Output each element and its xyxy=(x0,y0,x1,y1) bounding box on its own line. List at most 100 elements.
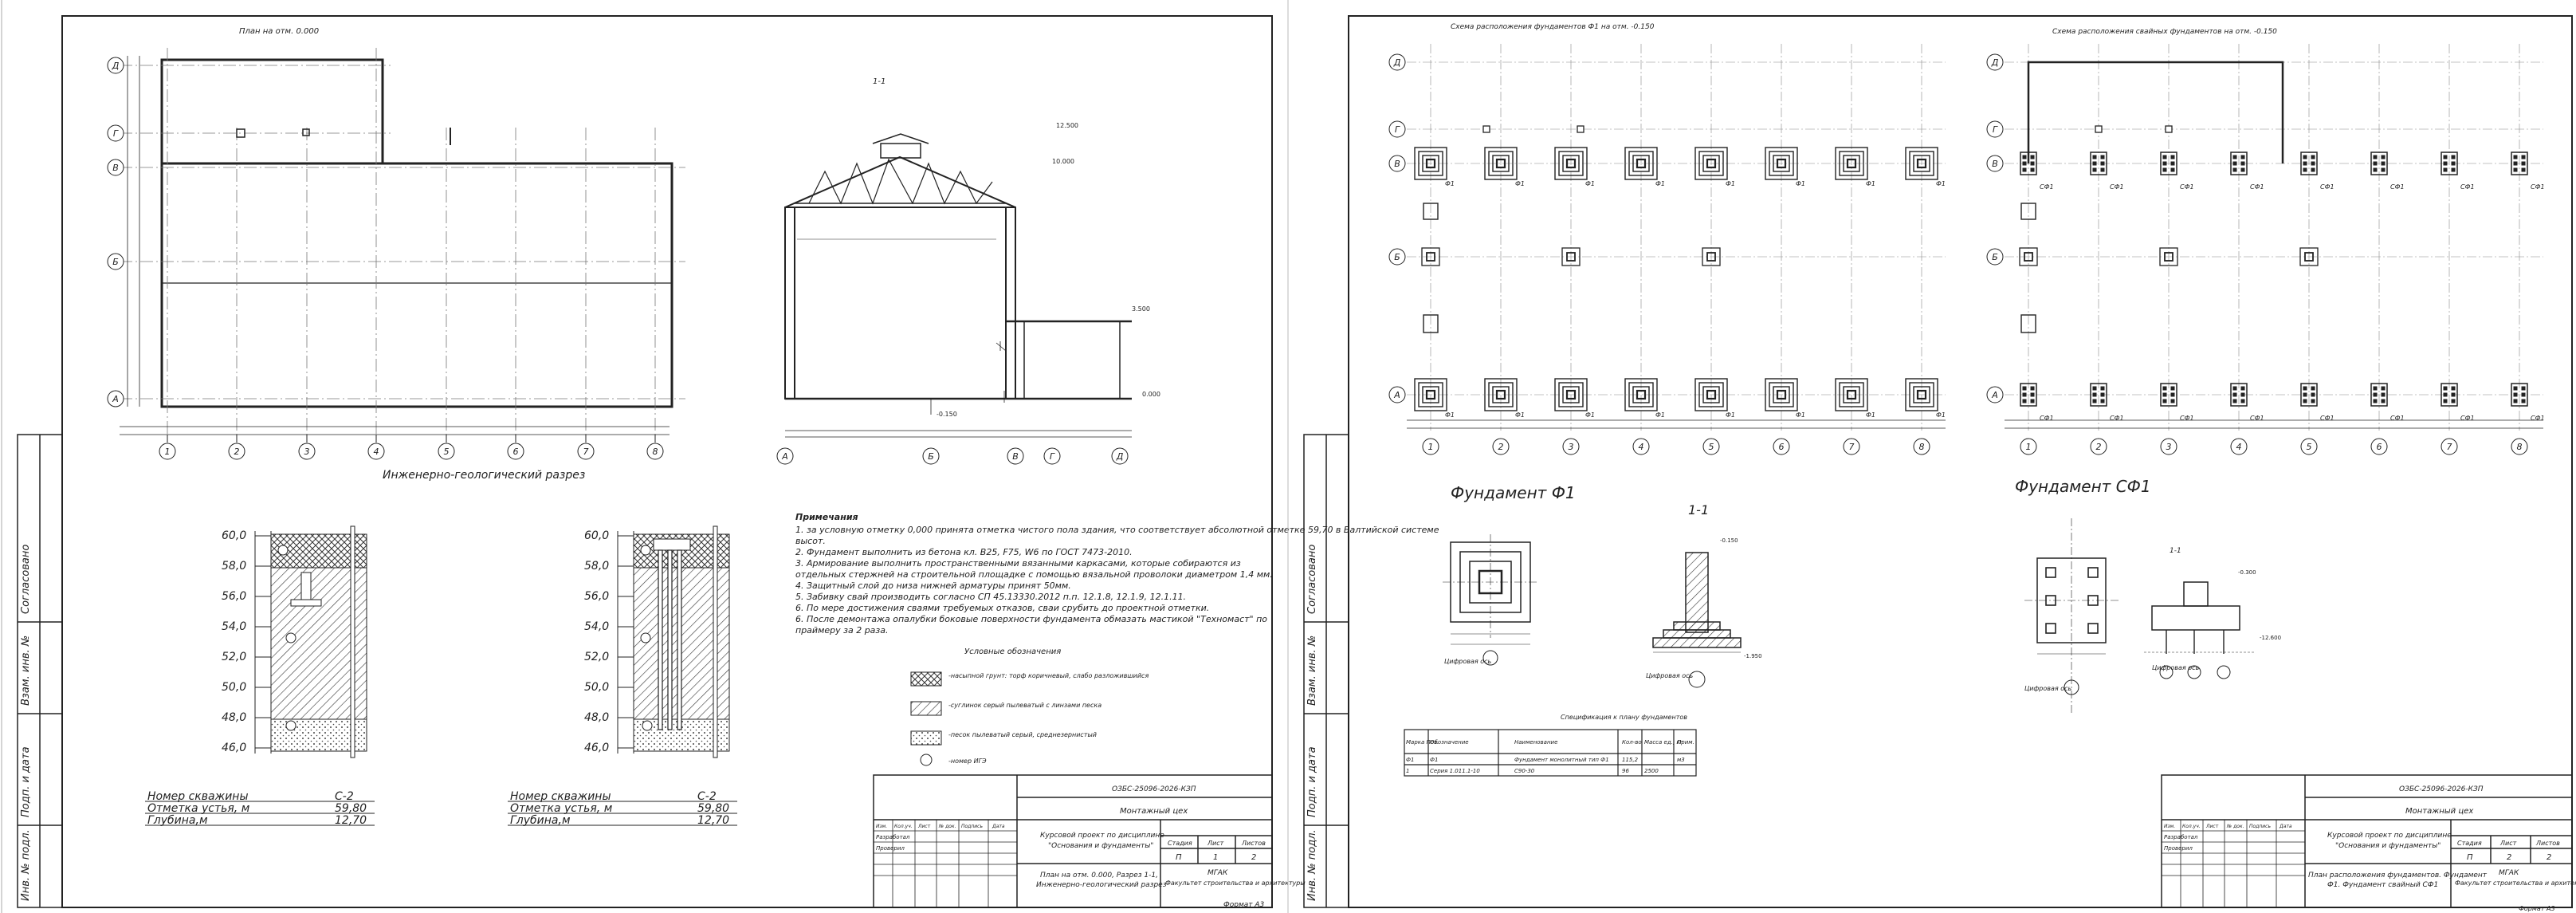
geo-scale-marks: 60,058,056,054,052,050,048,046,060,058,0… xyxy=(222,529,634,754)
plan-a-footing-1-3: Ф1 xyxy=(1624,378,1665,419)
stamp-col-sign: Подпись xyxy=(961,824,983,829)
sf1-sec-axis-note: Цифровая ось xyxy=(2152,664,2199,671)
legend-title: Условные обозначения xyxy=(964,647,1061,656)
sf1-level-top: -0.300 xyxy=(2238,569,2256,576)
svg-text:Ф1: Ф1 xyxy=(1726,411,1735,419)
plan-a-footing-1-5: Ф1 xyxy=(1765,378,1805,419)
stamp2-format: Формат А3 xyxy=(2519,905,2555,912)
plan-a-footing-0-4: Ф1 xyxy=(1694,147,1735,187)
note-line-6: 5. Забивку свай производить согласно СП … xyxy=(795,592,1186,602)
note-line-2: 2. Фундамент выполнить из бетона кл. В25… xyxy=(795,547,1133,557)
stamp-project: Курсовой проект по дисциплине xyxy=(1040,832,1164,840)
svg-text:СФ1: СФ1 xyxy=(2180,183,2194,191)
title-block-text: ОЗБС-25096-2026-КЗП Монтажный цех Курсов… xyxy=(876,785,1306,909)
level-low: 3.500 xyxy=(1132,305,1150,313)
stamp2-role-check: Проверил xyxy=(2164,845,2193,852)
svg-text:Б: Б xyxy=(928,451,934,462)
plan-a-footing-0-5: Ф1 xyxy=(1765,147,1805,187)
scale-mark-0-2: 56,0 xyxy=(222,590,246,603)
plan-a-footing-0-7: Ф1 xyxy=(1905,147,1946,187)
well-value-number: С-2 xyxy=(335,790,354,803)
plan-a-footing-0-2: Ф1 xyxy=(1554,147,1595,187)
svg-text:Д: Д xyxy=(1991,57,1999,68)
spec-head-5: Прим. xyxy=(1677,739,1694,746)
stamp-col-kol: Кол.уч. xyxy=(894,824,913,829)
svg-text:СФ1: СФ1 xyxy=(2180,415,2194,422)
plan-b-mid-2 xyxy=(2299,247,2319,266)
stamp2-stage: П xyxy=(2467,853,2473,862)
svg-text:Ф1: Ф1 xyxy=(1585,411,1595,419)
svg-text:8: 8 xyxy=(2517,442,2523,452)
legend-ige: -номер ИГЭ xyxy=(948,758,987,765)
stamp2-faculty: Факультет строительства и архитектуры xyxy=(2455,880,2576,887)
plan-a-mid-1 xyxy=(1561,247,1581,266)
well2-label-height: Отметка устья, м xyxy=(510,802,613,815)
sheet-1-frame xyxy=(61,15,1273,908)
side-inv: Инв. № подл. xyxy=(20,829,32,901)
legend-loam: -суглинок серый пылеватый с линзами песк… xyxy=(948,702,1101,709)
f1-axis-note: Цифровая ось xyxy=(1444,658,1491,665)
svg-text:2: 2 xyxy=(1498,442,1504,452)
spec-head-3: Кол-во xyxy=(1622,739,1642,746)
plan-b-title: Схема расположения свайных фундаментов н… xyxy=(2052,28,2277,36)
plan-a-num-0: 1 xyxy=(1422,438,1439,455)
side2-replace: Взам. инв. № xyxy=(1306,636,1318,706)
plan-b-footing-0-1: СФ1 xyxy=(2090,152,2124,191)
plan-b-footing-1-3: СФ1 xyxy=(2230,383,2264,422)
plan-b-mid-1 xyxy=(2159,247,2178,266)
f1-level-bottom: -1.950 xyxy=(1744,653,1762,659)
spec-cell-0-3: 115,2 xyxy=(1622,757,1639,763)
stamp2-code: ОЗБС-25096-2026-КЗП xyxy=(2399,785,2484,793)
geo-section-1 xyxy=(254,525,367,758)
spec-cell-1-1: Серия 1.011.1-10 xyxy=(1430,768,1480,774)
svg-text:4: 4 xyxy=(1639,442,1644,452)
f1-level-top: -0.150 xyxy=(1720,537,1738,544)
plan-b-footing-0-6: СФ1 xyxy=(2441,152,2475,191)
svg-text:А: А xyxy=(781,451,788,462)
scale-mark-0-6: 48,0 xyxy=(222,711,246,724)
svg-text:Б: Б xyxy=(112,257,119,267)
svg-text:СФ1: СФ1 xyxy=(2320,183,2334,191)
svg-text:1: 1 xyxy=(2026,442,2032,452)
stamp2-col-list: Лист xyxy=(2205,824,2219,829)
spec-table xyxy=(1404,729,1697,777)
spec-head-2: Наименование xyxy=(1514,739,1557,746)
stamp2-sheet-h: Лист xyxy=(2499,840,2517,847)
svg-text:1: 1 xyxy=(165,447,171,457)
svg-text:Ф1: Ф1 xyxy=(1726,180,1735,187)
notes-title: Примечания xyxy=(795,512,858,522)
level-marks-section: 12.500 10.000 3.500 0.000 -0.150 xyxy=(937,122,1160,418)
stamp-sheet-h: Лист xyxy=(1207,840,1224,847)
stamp-sheets: 2 xyxy=(1251,853,1256,862)
plan-b-footing-0-0: СФ1 xyxy=(2020,152,2054,191)
svg-text:4: 4 xyxy=(2236,442,2242,452)
svg-text:СФ1: СФ1 xyxy=(2390,183,2405,191)
axis-number-4: 5 xyxy=(438,443,455,460)
stamp-col-doc: № док. xyxy=(938,824,956,829)
svg-text:Ф1: Ф1 xyxy=(1866,180,1875,187)
well-label-depth: Глубина,м xyxy=(147,814,208,827)
spec-head-4: Масса ед., кг xyxy=(1644,739,1683,746)
spec-cell-1-2: С90-30 xyxy=(1514,768,1535,774)
plan-a-letter-0: Д xyxy=(1388,53,1406,71)
svg-text:Ф1: Ф1 xyxy=(1866,411,1875,419)
scale-mark-0-5: 50,0 xyxy=(222,681,246,694)
spec-head-1: Обозначение xyxy=(1430,739,1469,746)
scale-mark-1-4: 52,0 xyxy=(584,651,609,663)
stamp2-sheet: 2 xyxy=(2507,853,2511,862)
notes-list: 1. за условную отметку 0,000 принята отм… xyxy=(795,525,1439,636)
svg-text:1: 1 xyxy=(1428,442,1434,452)
sf1-detail-plan xyxy=(2024,518,2120,714)
level-base: -0.150 xyxy=(937,411,957,418)
svg-text:Ф1: Ф1 xyxy=(1445,180,1455,187)
well2-value-number: С-2 xyxy=(697,790,717,803)
plan-b-footing-1-2: СФ1 xyxy=(2160,383,2194,422)
stamp2-col-sign: Подпись xyxy=(2249,824,2271,829)
plan-a-title: Схема расположения фундаментов Ф1 на отм… xyxy=(1451,23,1655,31)
note-line-7: 6. По мере достижения сваями требуемых о… xyxy=(795,603,1209,613)
section-axis-0: А xyxy=(776,447,794,465)
plan-b-num-7: 8 xyxy=(2511,438,2528,455)
plan-b-letter-3: Б xyxy=(1986,248,2004,266)
side-stamp-2 xyxy=(1303,434,1349,908)
